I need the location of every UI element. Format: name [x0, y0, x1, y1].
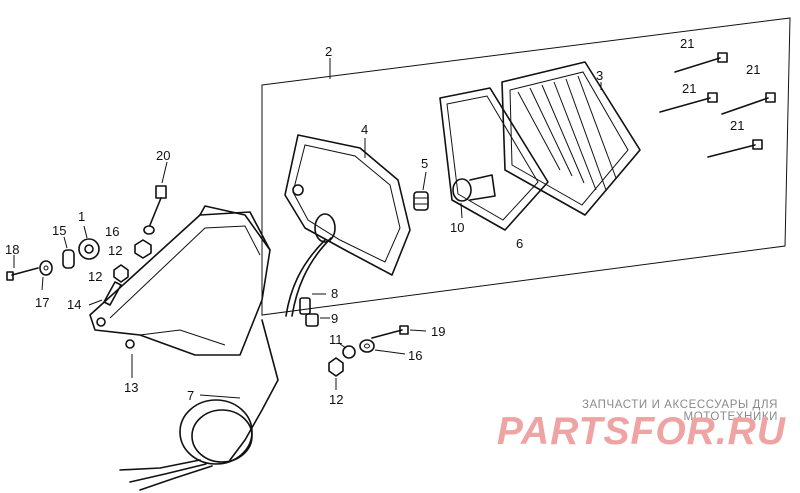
callout-12-middle: 12 [88, 269, 102, 284]
spacer-14 [88, 281, 122, 306]
screw-21-c [721, 92, 776, 115]
callout-18: 18 [5, 242, 19, 257]
bulb-socket [452, 174, 496, 219]
callout-2: 2 [325, 44, 332, 59]
grommet [78, 225, 100, 260]
bolt-19 [371, 325, 427, 339]
screw-21-a [674, 52, 728, 73]
callout-21-c: 21 [746, 62, 760, 77]
callout-6: 6 [516, 236, 523, 251]
screw-21-d [707, 139, 763, 158]
callout-12-upper: 12 [108, 243, 122, 258]
washer-16-lower [359, 339, 406, 355]
callout-13: 13 [124, 380, 138, 395]
callout-21-a: 21 [680, 36, 694, 51]
collar-11 [339, 343, 356, 359]
nut-12-lower [328, 357, 344, 377]
wire-harness [119, 319, 279, 491]
lens-gasket [439, 87, 549, 231]
nut-12-middle [113, 264, 129, 283]
bolt-20 [149, 161, 168, 226]
connector-9 [305, 313, 319, 327]
connector-8 [299, 297, 311, 315]
collar [62, 236, 75, 269]
callout-10: 10 [450, 220, 464, 235]
callout-3: 3 [596, 68, 603, 83]
callout-15: 15 [52, 223, 66, 238]
washer-16-upper [143, 225, 155, 235]
callout-12-lower: 12 [329, 392, 343, 407]
screw-21-b [659, 92, 718, 113]
assembly-boundary [261, 17, 791, 316]
callout-20: 20 [156, 148, 170, 163]
callout-21-d: 21 [730, 118, 744, 133]
callout-16-upper: 16 [105, 224, 119, 239]
watermark-logo: PARTSFOR.RU [496, 410, 786, 453]
bolt-18 [6, 255, 39, 281]
watermark-tagline: ЗАПЧАСТИ И АКСЕССУАРЫ ДЛЯ МОТОТЕХНИКИ [581, 399, 778, 423]
callout-7: 7 [187, 388, 194, 403]
callout-9: 9 [331, 311, 338, 326]
washer-17 [39, 260, 53, 291]
callout-4: 4 [361, 122, 368, 137]
callout-16-lower: 16 [408, 348, 422, 363]
light-base [284, 134, 411, 276]
callout-21-b: 21 [682, 81, 696, 96]
callout-5: 5 [421, 156, 428, 171]
callout-1: 1 [78, 209, 85, 224]
bulb [413, 171, 429, 211]
taillight-lens [501, 61, 641, 216]
callout-19: 19 [431, 324, 445, 339]
callout-17: 17 [35, 295, 49, 310]
callout-14: 14 [67, 297, 81, 312]
nut-12-upper [134, 239, 152, 259]
mounting-bracket [89, 205, 271, 378]
callout-11: 11 [329, 332, 343, 347]
callout-8: 8 [331, 286, 338, 301]
